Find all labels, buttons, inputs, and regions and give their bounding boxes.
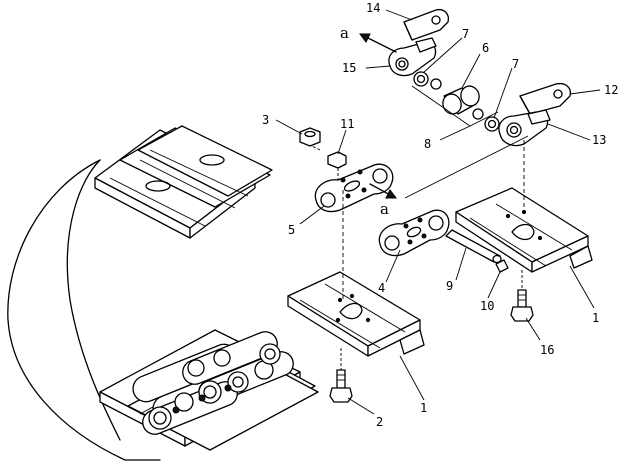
callout-16: 16 (540, 343, 554, 357)
link-half-15 (388, 37, 437, 77)
assembly-centerlines (342, 135, 529, 300)
bolt-11 (309, 144, 347, 182)
link-5 (314, 163, 394, 213)
callout-6: 6 (482, 41, 489, 55)
callout-7-upper: 7 (462, 27, 469, 41)
link-4 (378, 209, 450, 257)
view-mark-a-mid: a (380, 200, 389, 218)
link-half-14 (403, 8, 450, 41)
callout-15: 15 (342, 61, 356, 75)
leader-lines (275, 9, 601, 415)
view-arrow-mid (369, 183, 397, 199)
callout-12: 12 (604, 83, 618, 97)
track-shoe-right (455, 187, 593, 273)
bolt-2 (329, 348, 353, 403)
pin-9 (445, 229, 502, 264)
seal-7b (484, 116, 500, 132)
nut-3 (299, 127, 321, 147)
callout-8: 8 (424, 137, 431, 151)
assembled-chain-bottom (99, 329, 319, 451)
bushing-6 (430, 78, 484, 120)
callout-3: 3 (262, 113, 269, 127)
callout-4: 4 (378, 281, 385, 295)
seal-7a (413, 71, 429, 87)
callout-10: 10 (480, 299, 494, 313)
callout-11: 11 (340, 117, 354, 131)
track-shoe-lower (287, 271, 425, 357)
assembled-shoe-top (94, 125, 273, 239)
link-half-13 (498, 109, 551, 147)
callout-9: 9 (446, 279, 453, 293)
collar-10 (495, 259, 509, 273)
track-assembly-loop (7, 125, 319, 461)
callout-7-right: 7 (512, 57, 519, 71)
callout-13: 13 (592, 133, 606, 147)
view-arrow-top (359, 33, 397, 53)
callout-14: 14 (366, 1, 380, 15)
callout-5: 5 (288, 223, 295, 237)
callout-1-right: 1 (592, 311, 599, 325)
callout-2: 2 (376, 415, 383, 429)
bolt-16 (510, 270, 534, 322)
view-mark-a-top: a (340, 24, 349, 42)
callout-1-lower: 1 (420, 401, 427, 415)
link-half-12 (519, 82, 572, 115)
